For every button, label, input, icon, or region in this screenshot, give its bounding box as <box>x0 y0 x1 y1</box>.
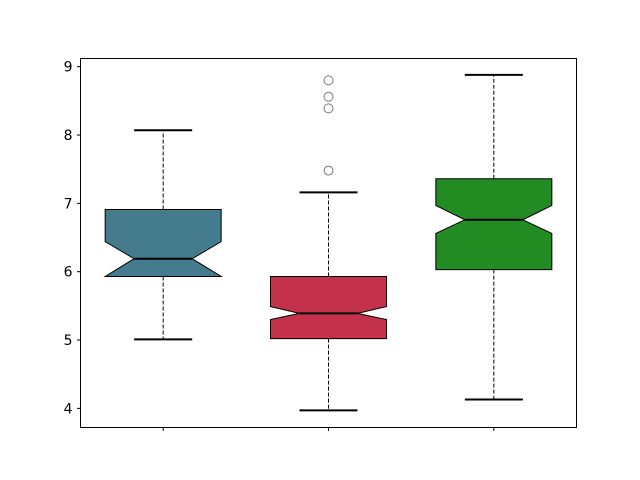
box-1 <box>103 209 223 277</box>
y-tick-label: 8 <box>64 128 73 144</box>
outlier-point <box>323 75 334 86</box>
y-tick-label: 4 <box>64 401 73 417</box>
box-2 <box>270 275 387 340</box>
outlier-point <box>323 165 334 176</box>
y-tick-label: 9 <box>64 60 73 76</box>
box-3 <box>435 178 553 271</box>
y-tick-label: 6 <box>64 265 73 281</box>
y-tick-label: 7 <box>64 196 73 212</box>
outlier-point <box>323 103 334 114</box>
outlier-point <box>323 91 334 102</box>
y-tick-label: 5 <box>64 333 73 349</box>
